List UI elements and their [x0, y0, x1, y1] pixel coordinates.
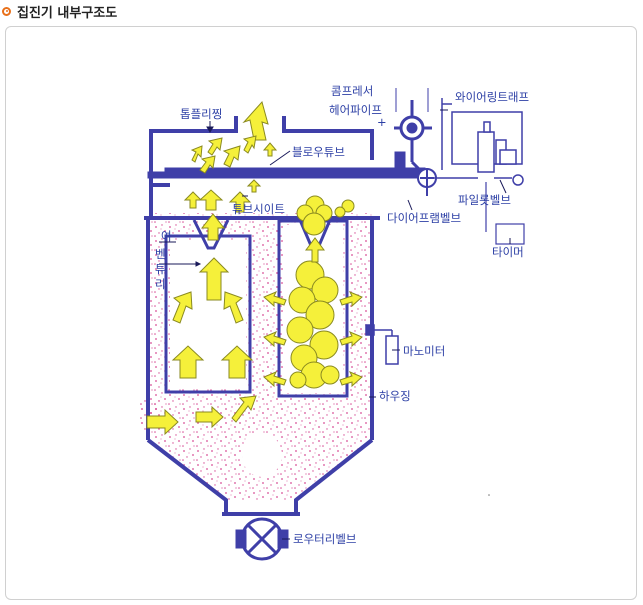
label-wiring-trap: 와이어링트래프	[455, 90, 529, 104]
housing-structure	[144, 116, 380, 516]
pulse-cloud	[286, 195, 355, 389]
label-compressor: 콤프레서	[331, 84, 373, 98]
compressor-assembly	[394, 100, 432, 174]
label-blow-tube: 블로우튜브	[292, 145, 345, 159]
leader-lines	[159, 109, 511, 540]
label-manometer: 마노미터	[403, 344, 445, 358]
diaphragm-valve	[417, 168, 437, 196]
label-venturi-2: 튜	[155, 262, 166, 276]
pilot-valve	[434, 121, 524, 186]
label-pilot-valve: 파일롯벨브	[458, 193, 511, 207]
compressor-pipe-lines	[395, 88, 429, 112]
label-top-pleating: 톱플리찡	[180, 107, 222, 121]
speck	[488, 494, 490, 496]
label-diaphragm-valve: 다이어프램벨브	[387, 211, 461, 225]
blow-tube	[147, 151, 426, 179]
title-bar: 집진기 내부구조도	[2, 0, 117, 22]
label-venturi-1: 벤	[155, 247, 166, 261]
labels: 톱플리찡 블로우튜브 튜브시이트 콤프레서 헤어파이프 + 와이어링트래프 파일…	[155, 84, 529, 546]
label-rotary-valve: 로우터리벨브	[293, 532, 356, 546]
label-housing: 하우징	[379, 389, 411, 403]
label-venturi-3: 리	[155, 277, 166, 291]
bullet-icon	[2, 6, 11, 16]
label-timer: 타이머	[492, 245, 524, 259]
rotary-valve	[235, 517, 289, 561]
timer-box	[485, 182, 525, 245]
label-air-pipe: 헤어파이프	[329, 103, 382, 117]
gas-flow-arrows	[146, 100, 363, 436]
page-title: 집진기 내부구조도	[17, 5, 118, 21]
label-yeo: 여	[161, 229, 172, 243]
label-tube-sheet: 튜브시이트	[232, 202, 285, 216]
label-plus-sign: +	[377, 115, 387, 129]
